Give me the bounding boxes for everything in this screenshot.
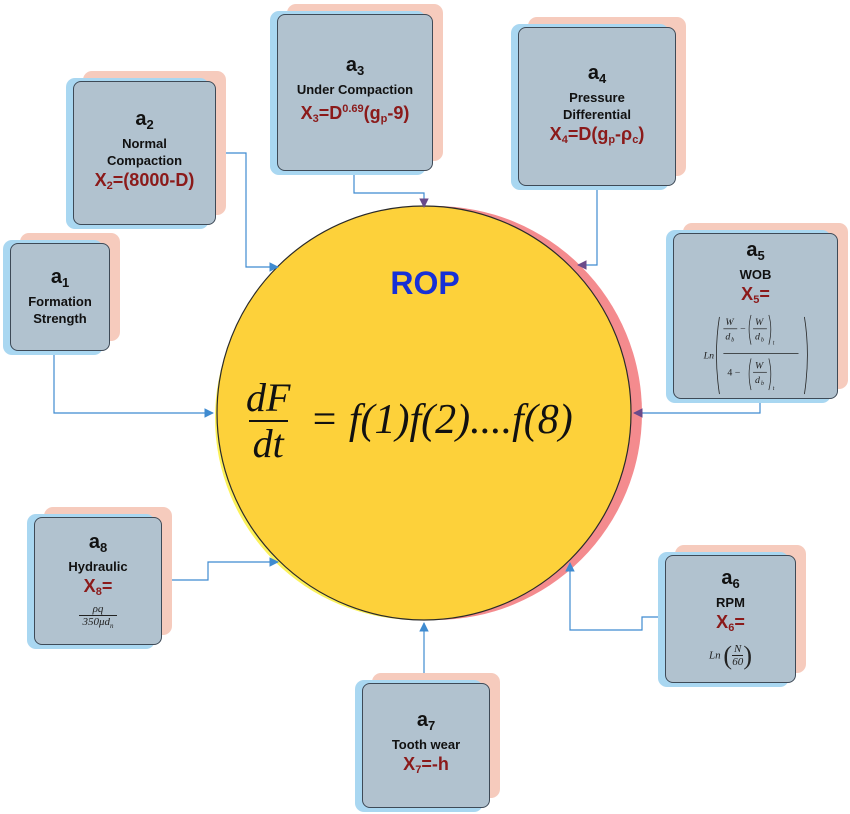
connector-a6: [565, 562, 665, 631]
a5-den-t: t: [772, 386, 774, 392]
connector-a1: [53, 352, 214, 418]
box-a1: a1 Formation Strength: [3, 233, 120, 355]
box-a4-title: a4: [587, 61, 607, 86]
box-a2-title: a2: [135, 108, 154, 133]
a5-num-w2: W: [755, 317, 764, 328]
box-a7-title: a7: [416, 709, 436, 734]
box-a7-label-1: Tooth wear: [391, 737, 461, 752]
connector-a8: [162, 557, 279, 581]
a5-num-b2: b: [760, 338, 763, 344]
box-a2-label-1: Normal: [122, 136, 167, 151]
rop-equation: dF dt = f(1)f(2)....f(8): [228, 372, 618, 472]
a5-den-w: W: [755, 360, 764, 371]
a5-num-t: t: [772, 341, 774, 347]
box-a6-title: a6: [721, 566, 740, 591]
box-a6-label-1: RPM: [716, 594, 745, 610]
rop-title: ROP: [390, 265, 460, 301]
eq-derivative: dF dt: [242, 376, 294, 466]
a5-num-d2: d: [755, 332, 760, 343]
a5-num-b: b: [731, 338, 734, 344]
box-a4-label-1: Pressure: [569, 89, 625, 105]
a5-num-minus: −: [740, 324, 746, 335]
box-a7: a7 Tooth wear X7=-h: [355, 673, 500, 812]
box-a1-label-1: Formation: [28, 294, 92, 309]
box-a8-label-1: Hydraulic: [68, 558, 128, 574]
a5-den-d: d: [755, 375, 760, 386]
box-a5-expression: Ln W d b − W d b t 4 − W d b t: [702, 314, 808, 395]
eq-numerator: dF: [246, 375, 291, 420]
a5-den-b: b: [760, 381, 763, 387]
box-a4-label-2: Differential: [563, 106, 631, 122]
box-a3-label-1: Under Compaction: [296, 82, 414, 97]
box-a6-formula: X6=: [716, 611, 745, 634]
box-a2: a2 Normal Compaction X2=(8000-D): [66, 71, 226, 229]
box-a8-formula: X8=: [83, 575, 113, 598]
a5-num-d: d: [725, 332, 730, 343]
box-a1-title: a1: [50, 266, 70, 291]
box-a4-formula: X4=D(gp-ρc): [549, 123, 645, 146]
connector-a5: [633, 400, 761, 418]
a5-ln: Ln: [702, 350, 713, 361]
connector-a3: [353, 172, 429, 208]
box-a3-title: a3: [345, 54, 365, 79]
box-a2-label-2: Compaction: [106, 153, 183, 168]
box-a4: a4 Pressure Differential X4=D(gp-ρc): [511, 17, 686, 190]
box-a2-formula: X2=(8000-D): [94, 170, 195, 192]
connector-a4: [577, 187, 598, 270]
a5-num-w: W: [725, 317, 734, 328]
box-a5-formula: X5=: [741, 284, 770, 306]
box-a8-title: a8: [88, 530, 108, 555]
a5-den-four: 4 −: [727, 367, 740, 378]
box-a7-formula: X7=-h: [403, 754, 449, 776]
box-a1-label-2: Strength: [33, 311, 87, 326]
box-a5: a5 WOB X5= Ln W d b − W d b t 4 − W d: [666, 223, 848, 403]
connector-a2: [216, 152, 279, 272]
eq-denominator: dt: [248, 420, 288, 466]
box-a3-formula: X3=D0.69(gp-9): [300, 103, 410, 125]
box-a5-title: a5: [746, 239, 765, 264]
eq-rhs: = f(1)f(2)....f(8): [310, 397, 573, 443]
box-a3: a3 Under Compaction X3=D0.69(gp-9): [270, 4, 443, 175]
box-a5-label-1: WOB: [739, 267, 772, 282]
